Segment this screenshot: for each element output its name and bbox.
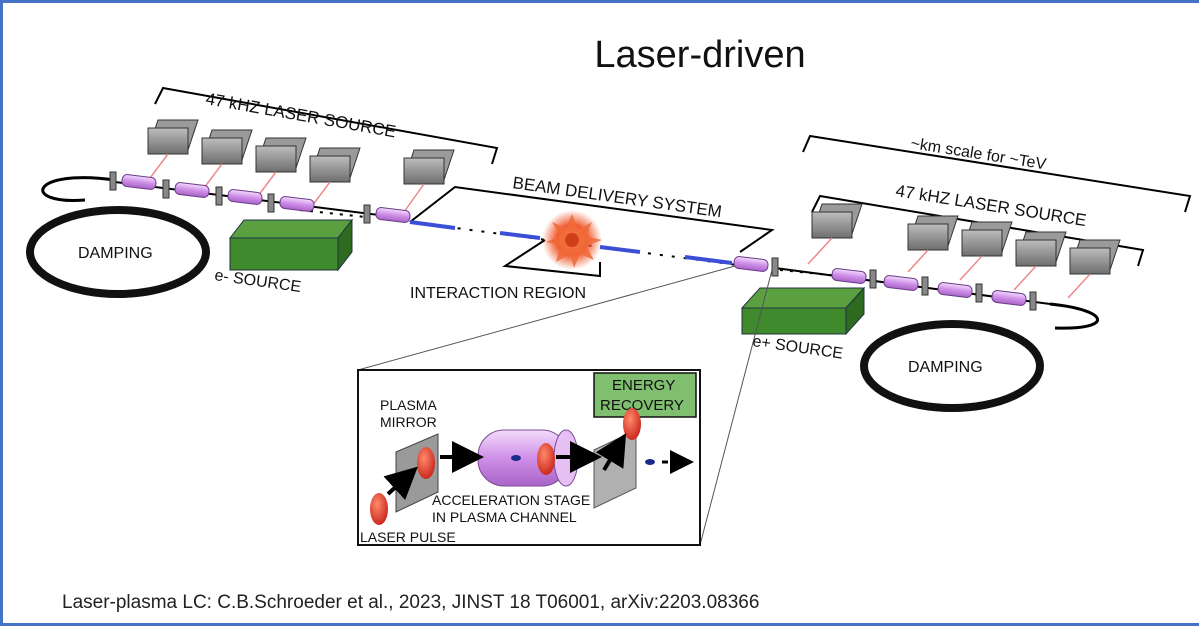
plasma-stage-icon [937, 282, 983, 303]
plasma-stage-icon [991, 290, 1037, 311]
e-minus-source-block [228, 218, 354, 272]
laser-unit-icon [1067, 239, 1121, 299]
laser-unit-icon [255, 137, 307, 197]
acceleration-stage-label-2: IN PLASMA CHANNEL [432, 509, 577, 525]
plasma-stage-icon [267, 193, 315, 213]
collision-burst-icon [542, 210, 602, 270]
laser-unit-icon [907, 215, 959, 273]
inset-callout-lines [357, 265, 773, 546]
plasma-stage-icon [831, 268, 877, 289]
plasma-mirror-label-1: PLASMA [380, 397, 437, 413]
laser-unit-icon [1013, 231, 1067, 291]
left-accelerator-chain [41, 171, 411, 224]
plasma-stage-icon [883, 275, 929, 296]
energy-recovery-box [593, 372, 697, 418]
electron-bunch-icon [511, 455, 655, 465]
laser-unit-icon [403, 149, 455, 213]
citation: Laser-plasma LC: C.B.Schroeder et al., 2… [62, 592, 760, 613]
laser-unit-icon [147, 119, 199, 179]
energy-recovery-label-2: RECOVERY [600, 397, 684, 414]
beam-arrow-icon [383, 433, 694, 501]
plasma-mirror-label-2: MIRROR [380, 414, 437, 430]
laser-unit-icon [959, 221, 1013, 281]
plasma-stage-icon [733, 256, 779, 277]
e-plus-source-label: e+ SOURCE [751, 333, 844, 363]
laser-pulse-label: LASER PULSE [360, 529, 456, 545]
left-laser-units [147, 119, 455, 213]
plasma-stage-icon [363, 204, 411, 224]
interaction-region-label: INTERACTION REGION [410, 285, 586, 302]
laser-pulse-icon [370, 408, 641, 525]
left-laser-bracket [154, 86, 499, 165]
scale-bracket [802, 134, 1192, 213]
e-minus-source-label: e- SOURCE [213, 267, 302, 296]
plasma-stage-icon [162, 179, 210, 199]
beam-delivery-label: BEAM DELIVERY SYSTEM [511, 173, 723, 221]
right-accelerator-chain [733, 256, 1099, 330]
left-damping-ring [26, 206, 210, 298]
plasma-stage-icon [109, 171, 157, 191]
laser-unit-icon [309, 147, 361, 207]
laser-unit-icon [201, 129, 253, 189]
right-damping-label: DAMPING [908, 359, 983, 376]
right-laser-units [807, 203, 1121, 299]
beam-delivery-lines [409, 185, 775, 278]
laser-unit-icon [807, 203, 863, 265]
left-damping-label: DAMPING [78, 245, 153, 262]
e-plus-source-block [740, 286, 866, 336]
right-damping-ring [860, 320, 1044, 412]
slide-title: Laser-driven [594, 34, 806, 76]
plasma-stage-icon [215, 186, 263, 206]
acceleration-stage-label-1: ACCELERATION STAGE [432, 492, 590, 508]
scale-label: ~km scale for ~TeV [909, 135, 1047, 173]
energy-recovery-label-1: ENERGY [612, 377, 675, 394]
